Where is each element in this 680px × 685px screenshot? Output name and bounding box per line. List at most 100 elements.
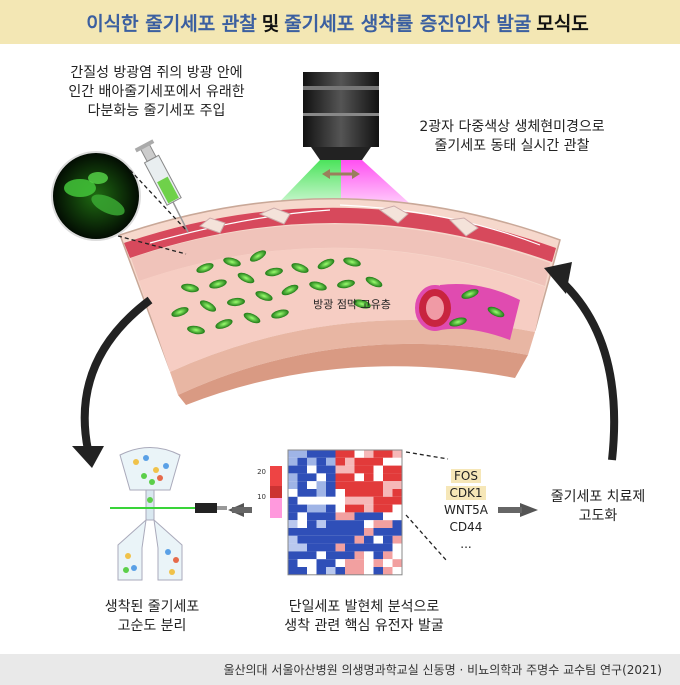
heatmap-cell (354, 481, 364, 489)
heatmap-cell (288, 504, 298, 513)
heatmap-cell (354, 473, 364, 482)
heatmap-cell (335, 489, 345, 497)
heatmap-cell (335, 481, 345, 489)
heatmap-cell (373, 457, 383, 466)
heatmap-cell (316, 489, 326, 497)
heatmap-cell (345, 551, 355, 560)
heatmap-callout-bottom (405, 514, 447, 561)
right-curved-arrow (557, 277, 619, 461)
heatmap-cell (383, 489, 393, 497)
heatmap-cell (373, 450, 383, 458)
heatmap-cell (307, 520, 317, 528)
heatmap-cell (335, 520, 345, 528)
heatmap-cell (297, 543, 307, 552)
heatmap-cell (392, 559, 402, 567)
heatmap-cell (373, 496, 383, 505)
heatmap-cell (307, 489, 317, 497)
heatmap-cell (316, 543, 326, 552)
heatmap-cell (288, 535, 298, 544)
heatmap-cell (335, 457, 345, 466)
heatmap-cell (364, 457, 374, 466)
heatmap-cell (354, 559, 364, 567)
heatmap-cell (392, 512, 402, 521)
heatmap-cell (297, 528, 307, 536)
heatmap-cell (316, 450, 326, 458)
heatmap-callout-top (405, 451, 449, 460)
heatmap-cell (383, 535, 393, 544)
heatmap-cell (335, 504, 345, 513)
heatmap-cell (297, 535, 307, 544)
heatmap-cell (354, 504, 364, 513)
heatmap-cell (383, 528, 393, 536)
heatmap-cell (326, 504, 336, 513)
heatmap-cell (326, 551, 336, 560)
heatmap-cell (288, 512, 298, 521)
heatmap-cell (307, 559, 317, 567)
green-stem-cells (171, 250, 505, 335)
heatmap-cell (316, 481, 326, 489)
heatmap-cell (392, 528, 402, 536)
heatmap-cell (354, 535, 364, 544)
therapy-label: 줄기세포 치료제 고도화 (550, 489, 646, 524)
heatmap-cell (345, 520, 355, 528)
heatmap-cell (383, 465, 393, 474)
heatmap-frame (287, 449, 403, 576)
heatmap-cell (354, 489, 364, 497)
heatmap-cell (297, 450, 307, 458)
heatmap-cell (364, 520, 374, 528)
heatmap-cell (307, 457, 317, 466)
heatmap-cell (335, 450, 345, 458)
heatmap-cell (288, 473, 298, 482)
heatmap-cell (383, 496, 393, 505)
heatmap-cell (335, 559, 345, 567)
heatmap-cell (316, 512, 326, 521)
heatmap-cell (307, 504, 317, 513)
heatmap-cell (335, 551, 345, 560)
heatmap-cell (383, 520, 393, 528)
scale-top: 20 (257, 468, 266, 476)
heatmap-cell (383, 481, 393, 489)
heatmap-cell (316, 535, 326, 544)
heatmap-cell (288, 559, 298, 567)
heatmap-cell (373, 551, 383, 560)
heatmap-cell (364, 465, 374, 474)
title-part1: 이식한 줄기세포 관찰 (86, 12, 257, 35)
heatmap-cell (297, 465, 307, 474)
heatmap-cell (373, 520, 383, 528)
heatmap-cell (307, 567, 317, 575)
heatmap-cell (383, 450, 393, 458)
heatmap-cell (345, 512, 355, 521)
heatmap-cell (373, 535, 383, 544)
heatmap-cell (345, 504, 355, 513)
heatmap-cell (364, 504, 374, 513)
heatmap-cell (326, 559, 336, 567)
heatmap-cell (297, 551, 307, 560)
heatmap-cell (297, 559, 307, 567)
heatmap-cell (326, 473, 336, 482)
heatmap-cell (354, 567, 364, 575)
switch-arrow-icon (322, 169, 360, 179)
analysis-label: 단일세포 발현체 분석으로 생착 관련 핵심 유전자 발굴 (284, 599, 444, 634)
heatmap-cell (373, 559, 383, 567)
heatmap-cell (297, 457, 307, 466)
right-arrowhead (544, 262, 572, 294)
heatmap-cell (288, 528, 298, 536)
gene-item: ... (460, 537, 472, 551)
heatmap-cell (345, 457, 355, 466)
heatmap-cell (392, 481, 402, 489)
heatmap-cell (392, 465, 402, 474)
heatmap-cell (345, 473, 355, 482)
heatmap-cell (383, 567, 393, 575)
sorting-label: 생착된 줄기세포 고순도 분리 (104, 599, 200, 634)
heatmap-cell (354, 543, 364, 552)
heatmap-cell (326, 489, 336, 497)
heatmap-cell (354, 520, 364, 528)
heatmap-cell (345, 489, 355, 497)
heatmap-cell (316, 473, 326, 482)
heatmap-cell (307, 450, 317, 458)
genes-to-therapy-arrow (520, 503, 538, 517)
heatmap-cell (345, 450, 355, 458)
heatmap-cell (307, 535, 317, 544)
heatmap-cell (307, 473, 317, 482)
